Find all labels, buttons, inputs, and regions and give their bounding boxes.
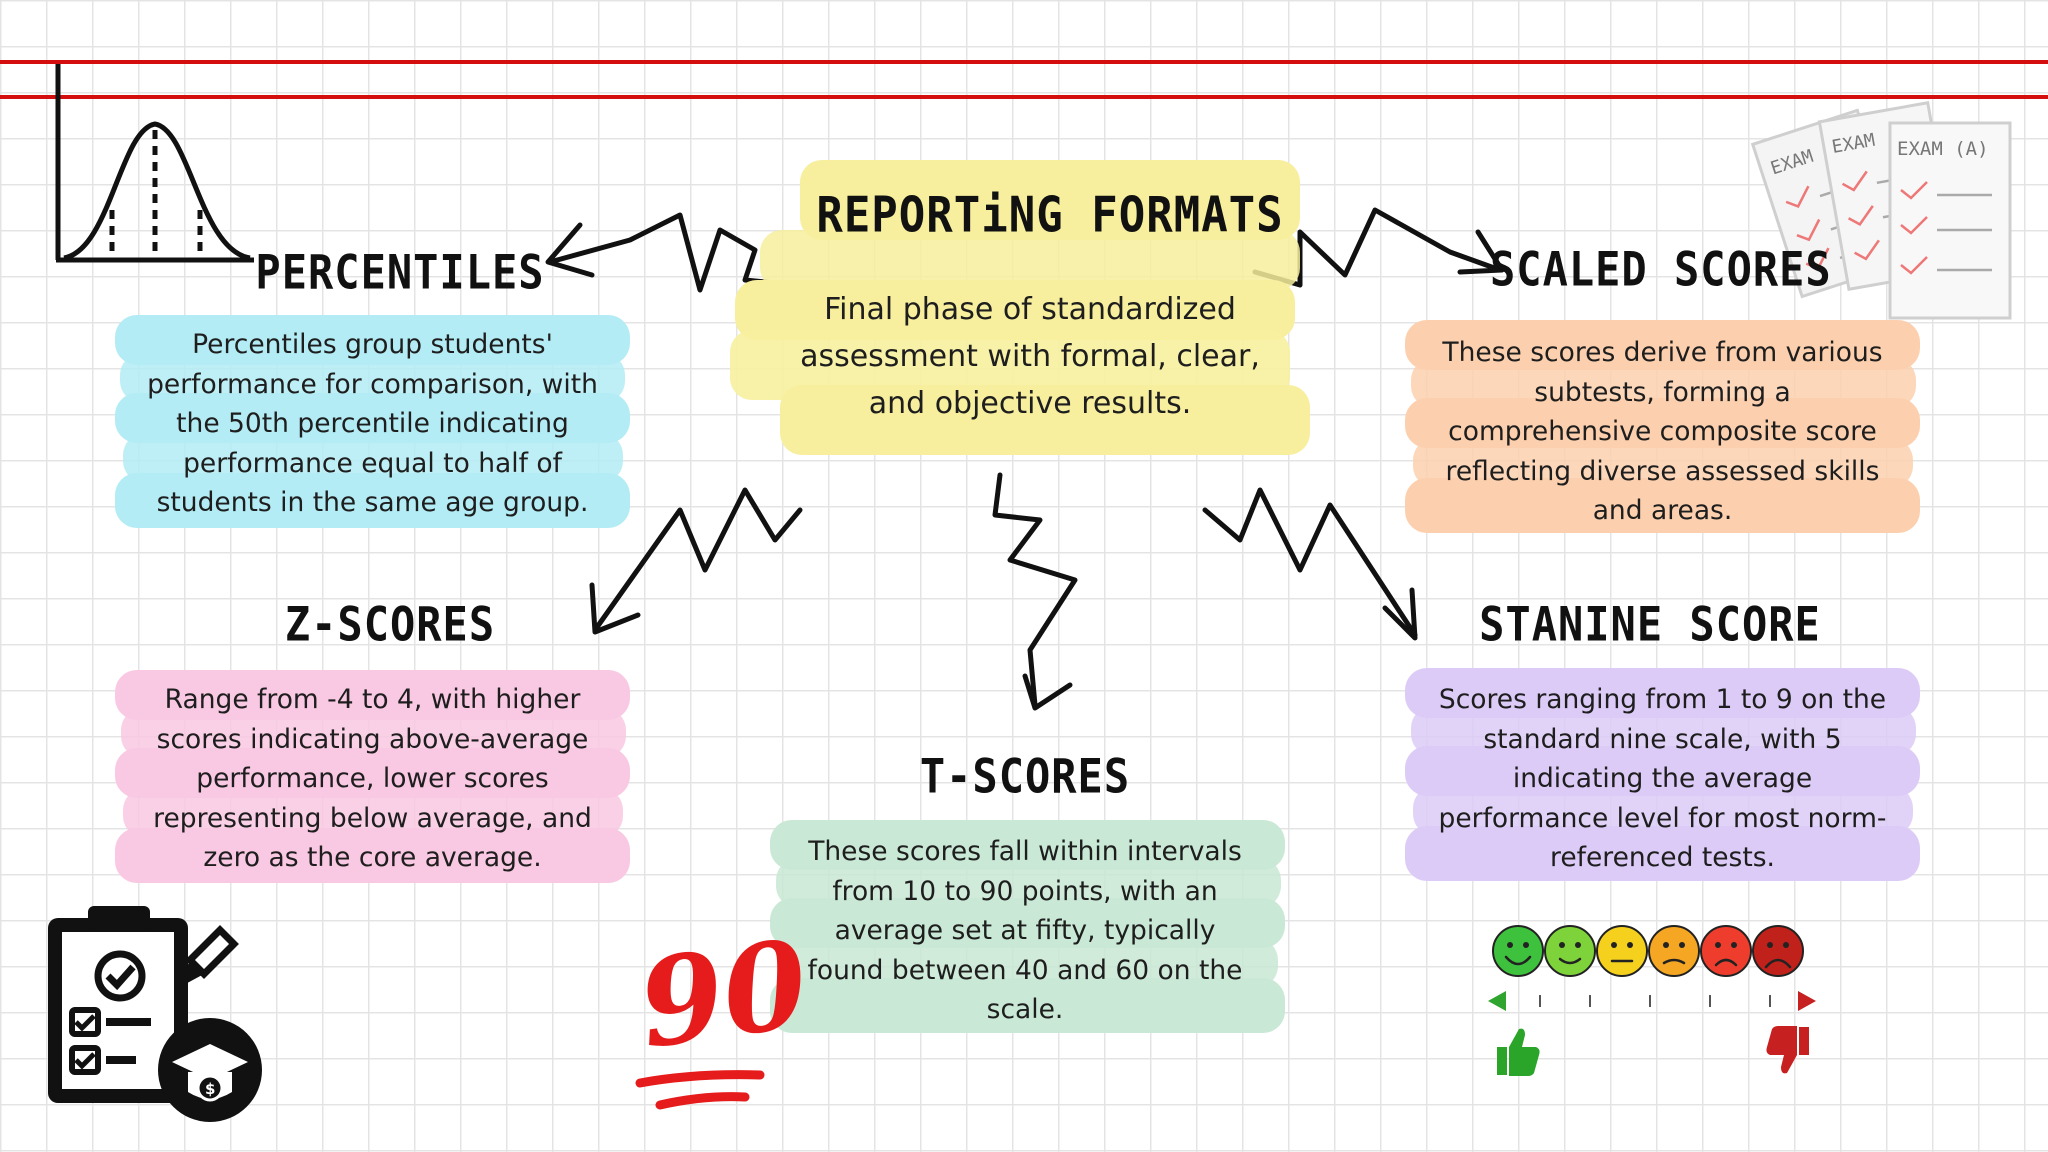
t-scores-highlight <box>770 820 1285 1035</box>
arrow-to-t-scores <box>992 472 1078 708</box>
page-title: REPORTiNG FORMATS <box>816 186 1284 245</box>
arrow-to-z-scores <box>592 487 803 633</box>
exam-papers-icon: EXAM (B) EXAM (C) EXAM (A) <box>1750 101 2012 320</box>
z-scores-highlight <box>115 670 630 885</box>
svg-text:$: $ <box>205 1080 215 1098</box>
checklist-graduation-icon: $ <box>48 906 262 1122</box>
arrow-to-scaled-scores <box>1252 207 1503 288</box>
top-red-line <box>0 60 2048 64</box>
thumbs-down-icon <box>1766 1026 1809 1074</box>
thumbs-up-icon <box>1497 1028 1540 1076</box>
score-underline-icon <box>635 1070 765 1110</box>
scaled-scores-highlight <box>1405 320 1920 535</box>
score-90: 90 <box>630 913 816 1076</box>
t-scores-text: These scores fall within intervals from … <box>807 836 1243 1025</box>
scaled-scores-text: These scores derive from various subtest… <box>1442 337 1883 526</box>
t-scores-heading: T-SCORES <box>919 749 1131 804</box>
arrow-to-stanine <box>1202 487 1418 638</box>
stanine-heading: STANINE SCORE <box>1479 597 1821 652</box>
z-scores-heading: Z-SCORES <box>284 597 496 652</box>
arrow-to-percentiles <box>547 212 798 293</box>
intro-text: Final phase of standardized assessment w… <box>800 292 1260 421</box>
stanine-highlight <box>1405 668 1920 883</box>
emoji-scale-icon <box>1488 925 1816 1011</box>
scaled-scores-heading: SCALED SCORES <box>1490 242 1832 297</box>
center-highlight <box>720 160 1320 460</box>
second-red-line <box>0 95 2048 99</box>
bell-curve-icon <box>55 64 254 263</box>
percentiles-highlight <box>115 315 630 535</box>
stanine-text: Scores ranging from 1 to 9 on the standa… <box>1438 684 1887 873</box>
z-scores-text: Range from -4 to 4, with higher scores i… <box>153 684 592 873</box>
percentiles-heading: PERCENTILES <box>255 245 545 300</box>
exam-label-a: EXAM (A) <box>1897 138 1989 160</box>
percentiles-text: Percentiles group students' performance … <box>147 329 598 518</box>
